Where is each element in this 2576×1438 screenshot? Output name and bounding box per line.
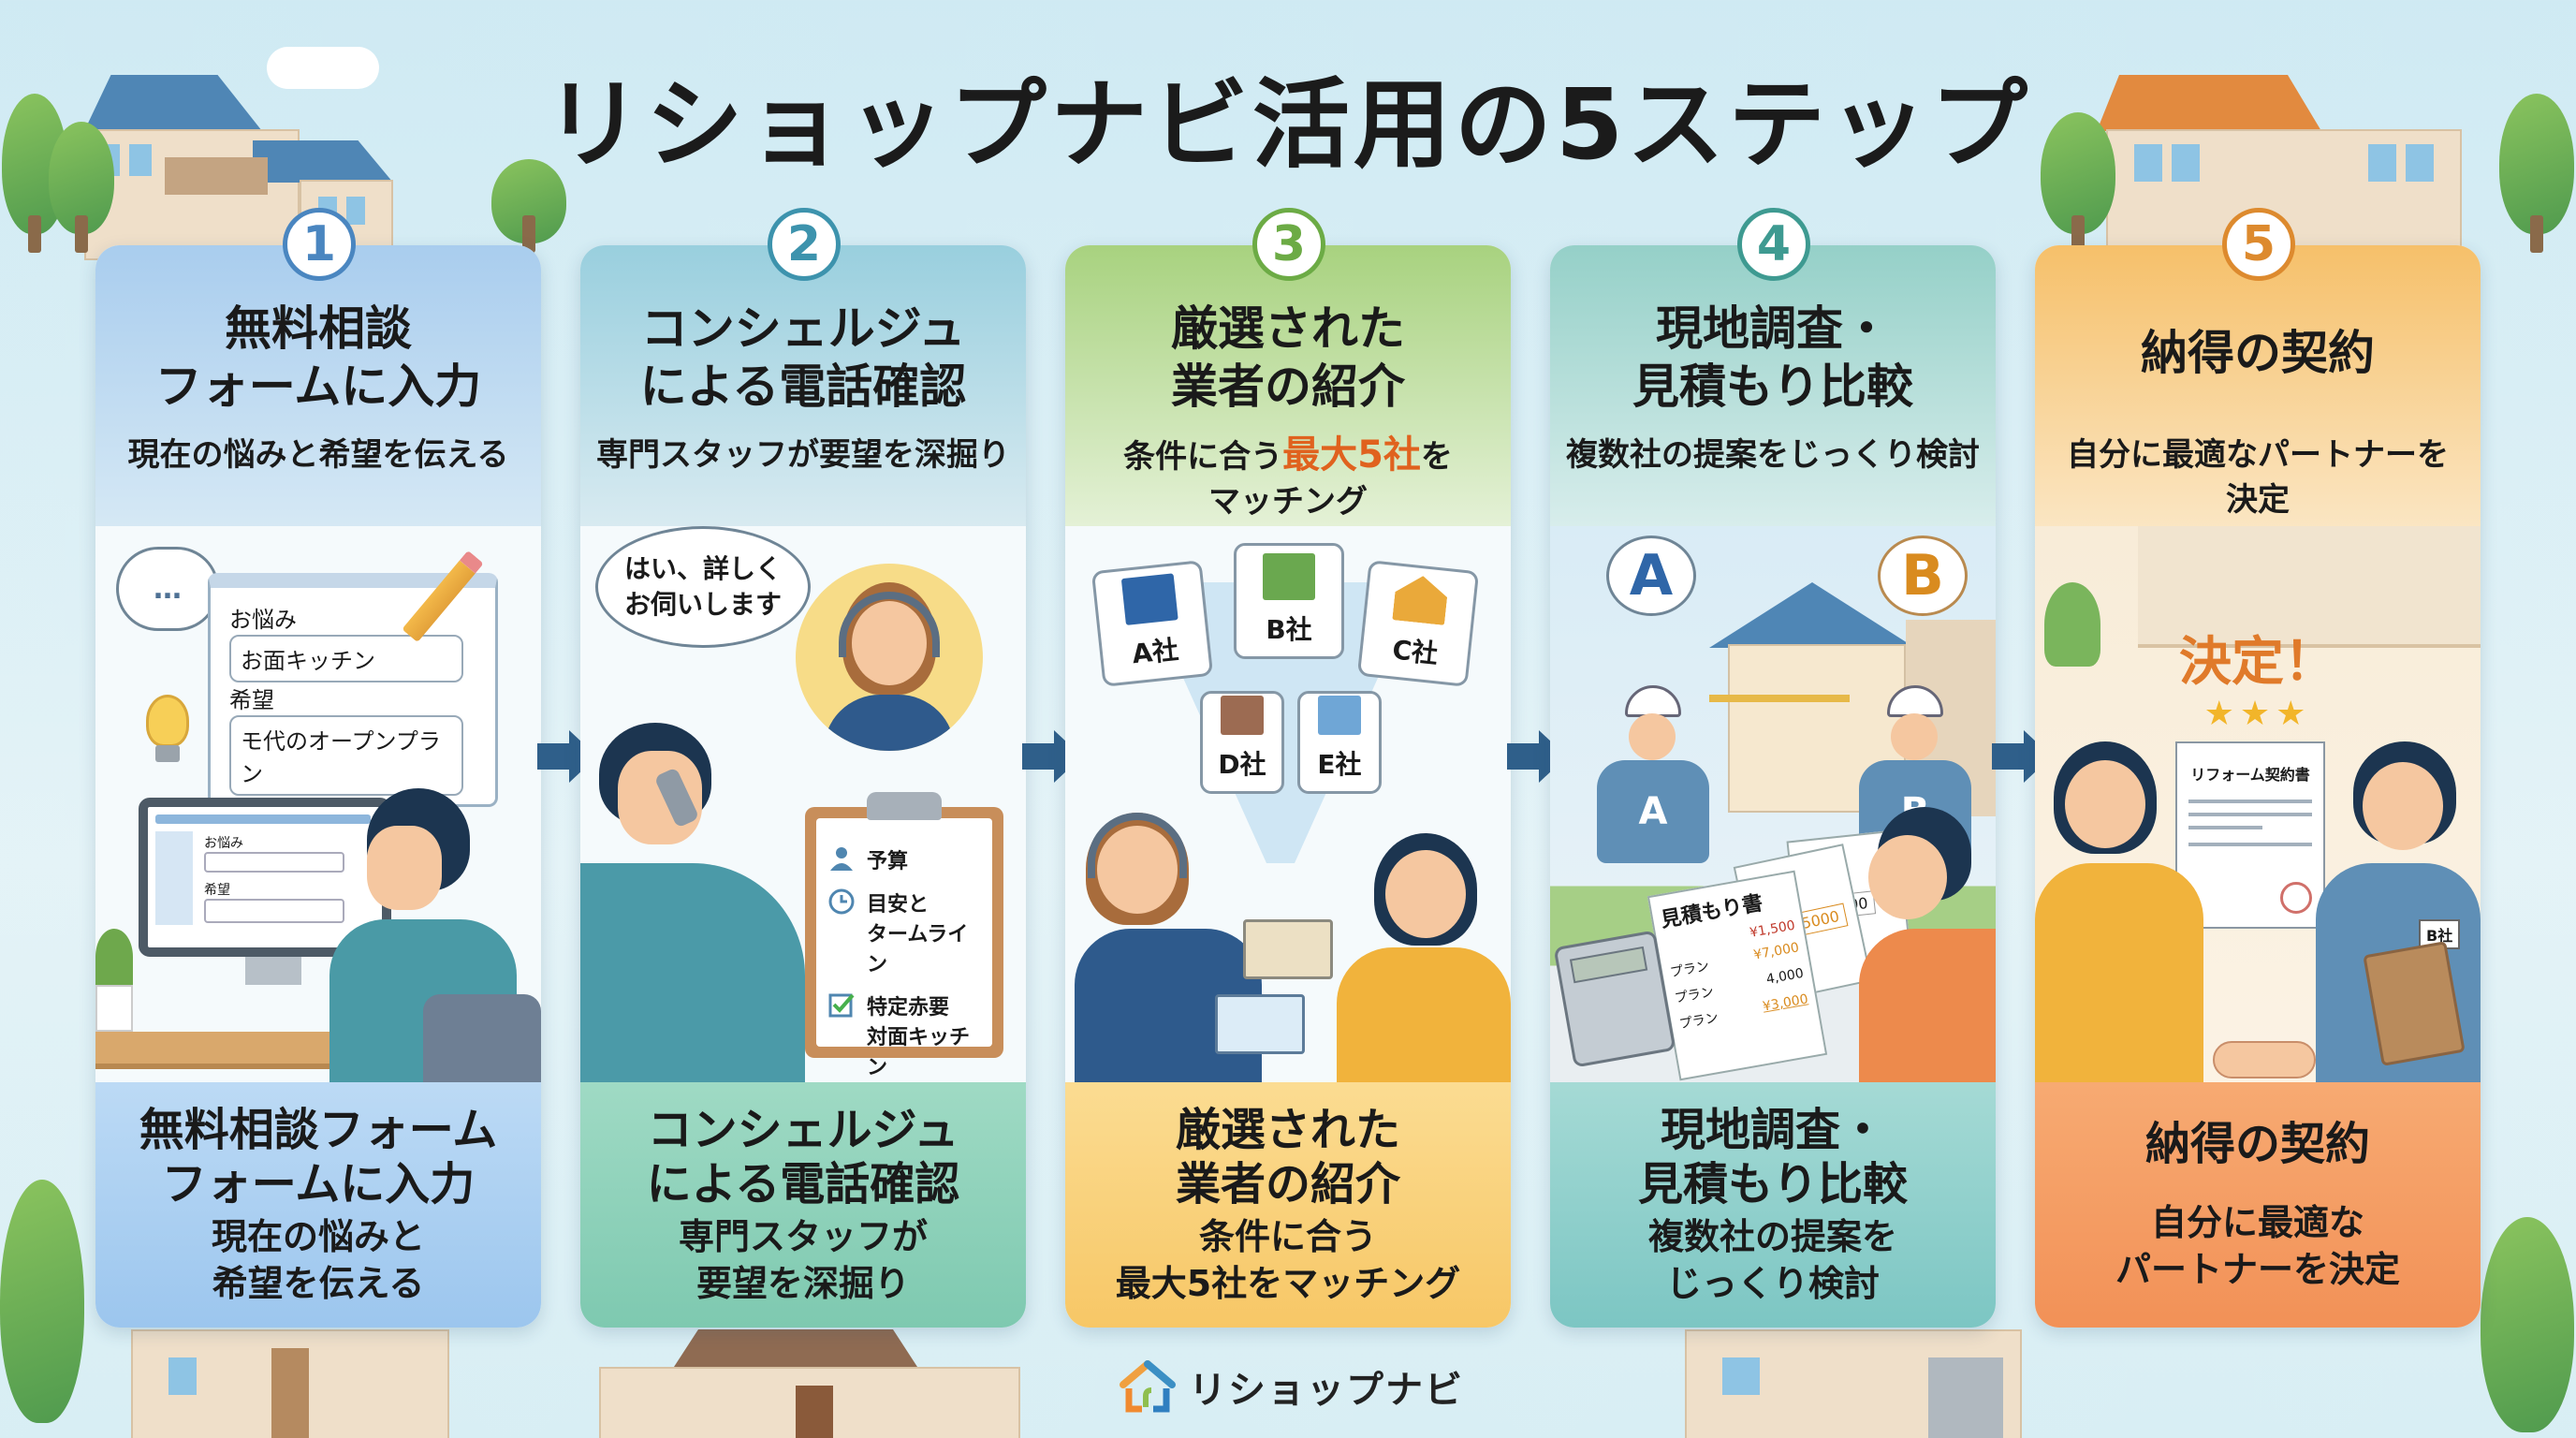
tree-icon (0, 1180, 84, 1438)
monitor-icon: お悩み 希望 (139, 798, 391, 957)
step-number-2: 2 (768, 208, 841, 281)
step-card-2: コンシェルジュ による電話確認 専門スタッフが要望を深掘り はい、詳しく お伺い… (580, 245, 1026, 1328)
handshake (2213, 1041, 2316, 1078)
house-illustration (599, 1329, 1020, 1438)
wish-field: モ代のオープンプラン (229, 715, 463, 796)
page-title: リショップナビ活用の5ステップ (544, 67, 2032, 182)
bubble-b: B (1878, 536, 1968, 616)
tape-measure (1709, 695, 1850, 702)
step-subtitle: 自分に最適なパートナーを 決定 (2067, 436, 2449, 519)
step-title: 現地調査・ 見積もり比較 (1632, 301, 1913, 414)
thought-bubble-icon: … (116, 547, 219, 631)
clock-icon (828, 888, 855, 915)
building-icon (1263, 553, 1315, 600)
building-icon (1221, 696, 1264, 735)
house-illustration (1685, 1329, 2022, 1438)
envelope-icon (1215, 994, 1305, 1054)
card-header: 無料相談 フォームに入力 現在の悩みと希望を伝える (95, 245, 541, 545)
operator-avatar (796, 564, 983, 751)
stars-icon: ★★★ (2203, 695, 2312, 733)
step-title: 厳選された 業者の紹介 (1171, 301, 1405, 414)
step-title: 無料相談 フォームに入力 (154, 301, 482, 414)
step-title: コンシェルジュ による電話確認 (639, 301, 967, 414)
card-header: 納得の契約 自分に最適なパートナーを 決定 (2035, 245, 2481, 545)
step-card-3: 厳選された 業者の紹介 条件に合う最大5社を マッチング A社 B社 C社 D社… (1065, 245, 1511, 1328)
bubble-a: A (1606, 536, 1696, 616)
seal-icon (2280, 882, 2312, 914)
brand-logo: リショップナビ (1120, 1359, 1464, 1414)
step-card-1: 無料相談 フォームに入力 現在の悩みと希望を伝える … お悩み お面キッチン 希… (95, 245, 541, 1328)
step-subtitle: 条件に合う最大5社を マッチング (1123, 433, 1453, 521)
helmet-icon (1625, 685, 1681, 717)
brand-name: リショップナビ (1189, 1369, 1464, 1412)
worker-a: A (1588, 685, 1719, 873)
card-footer: コンシェルジュ による電話確認 専門スタッフが 要望を深掘り (580, 1082, 1026, 1328)
plant-icon (2044, 582, 2100, 667)
company-card-a: A社 (1090, 560, 1214, 687)
card-header: 厳選された 業者の紹介 条件に合う最大5社を マッチング (1065, 245, 1511, 545)
helmet-icon (1887, 685, 1943, 717)
card-header: 現地調査・ 見積もり比較 複数社の提案をじっくり検討 (1550, 245, 1996, 545)
step-title: 納得の契約 (2141, 326, 2375, 380)
headset-icon (1088, 813, 1187, 878)
step-illustration: 決定！ ★★★ リフォーム契約書 B社 (2035, 526, 2481, 1326)
building-icon (1318, 696, 1361, 735)
concern-field: お面キッチン (229, 635, 463, 682)
building-icon (1392, 573, 1449, 625)
speech-bubble: はい、詳しく お伺いします (595, 526, 811, 648)
step-card-4: 現地調査・ 見積もり比較 複数社の提案をじっくり検討 A B A (1550, 245, 1996, 1328)
card-footer: 納得の契約 自分に最適な パートナーを決定 (2035, 1082, 2481, 1328)
company-card-d: D社 (1200, 691, 1284, 794)
kitchen-background (2138, 526, 2481, 648)
step-number-5: 5 (2222, 208, 2295, 281)
company-card-e: E社 (1297, 691, 1382, 794)
person-icon (830, 847, 853, 871)
house-illustration (131, 1329, 449, 1438)
card-header: コンシェルジュ による電話確認 専門スタッフが要望を深掘り (580, 245, 1026, 545)
card-footer: 無料相談フォーム フォームに入力 現在の悩みと 希望を伝える (95, 1082, 541, 1328)
card-footer: 現地調査・ 見積もり比較 複数社の提案を じっくり検討 (1550, 1082, 1996, 1328)
envelope-icon (1243, 919, 1333, 979)
lightbulb-icon (146, 695, 189, 747)
plant-icon (95, 929, 133, 985)
step-subtitle: 現在の悩みと希望を伝える (127, 436, 509, 474)
step-card-5: 納得の契約 自分に最適なパートナーを 決定 決定！ ★★★ リフォーム契約書 B… (2035, 245, 2481, 1328)
card-footer: 厳選された 業者の紹介 条件に合う 最大5社をマッチング (1065, 1082, 1511, 1328)
checkbox-icon (828, 993, 855, 1018)
form-panel: お悩み お面キッチン 希望 モ代のオープンプラン (208, 573, 498, 807)
company-card-c: C社 (1356, 560, 1480, 687)
building-icon (1120, 573, 1178, 625)
step-number-4: 4 (1737, 208, 1810, 281)
house-logo-icon (1120, 1360, 1176, 1413)
headset-icon (839, 592, 940, 657)
calculator-icon (1553, 930, 1676, 1068)
highlight-max-5: 最大5社 (1282, 433, 1421, 477)
decision-text: 決定！ (2179, 632, 2336, 693)
step-number-1: 1 (283, 208, 356, 281)
tree-icon (2481, 1217, 2574, 1438)
company-card-b: B社 (1234, 543, 1344, 659)
step-number-3: 3 (1252, 208, 1325, 281)
step-subtitle: 複数社の提案をじっくり検討 (1566, 436, 1980, 474)
step-subtitle: 専門スタッフが要望を深掘り (596, 436, 1010, 474)
contract-document: リフォーム契約書 (2175, 741, 2325, 929)
clipboard: 予算 目安と タームライン 特定赤要 対面キッチン (805, 792, 1003, 1079)
